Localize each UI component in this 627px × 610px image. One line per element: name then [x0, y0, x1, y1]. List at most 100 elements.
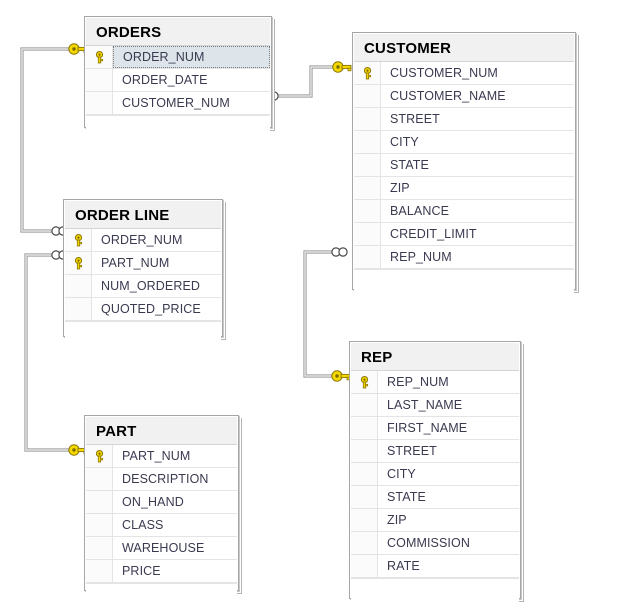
- connector-orders-customer: [276, 65, 346, 98]
- attribute-label: STATE: [390, 158, 429, 172]
- attribute-label: STREET: [387, 444, 437, 458]
- attribute-row[interactable]: CUSTOMER_NUM: [86, 92, 270, 115]
- pk-gutter: [65, 229, 92, 251]
- entity-part[interactable]: PART PART_NUM DESCRIPTION: [84, 415, 239, 610]
- entity-part-inner: PART PART_NUM DESCRIPTION: [85, 416, 238, 610]
- attribute-row[interactable]: COMMISSION: [351, 532, 519, 555]
- pk-gutter: [351, 532, 378, 554]
- attribute-label: ORDER_NUM: [101, 233, 183, 247]
- key-icon: [363, 66, 371, 79]
- attribute-list-part: PART_NUM DESCRIPTION ON_HAND CLASS WAREH…: [86, 445, 237, 610]
- entity-customer[interactable]: CUSTOMER CUSTOMER_NUM CUS: [352, 32, 576, 296]
- attribute-row[interactable]: CLASS: [86, 514, 237, 537]
- attribute-row[interactable]: DESCRIPTION: [86, 468, 237, 491]
- attribute-row[interactable]: ORDER_NUM: [86, 46, 270, 69]
- attribute-label: WAREHOUSE: [122, 541, 205, 555]
- attribute-filler-row: [351, 578, 519, 605]
- attribute-label: QUOTED_PRICE: [101, 302, 201, 316]
- pk-gutter: [351, 555, 378, 577]
- attribute-row[interactable]: STREET: [351, 440, 519, 463]
- attribute-row[interactable]: RATE: [351, 555, 519, 578]
- attribute-label: PART_NUM: [122, 449, 191, 463]
- attribute-filler-row: [86, 583, 237, 610]
- entity-rep-inner: REP REP_NUM LAST_NAME: [350, 342, 520, 605]
- attribute-row[interactable]: STATE: [354, 154, 574, 177]
- key-icon: [360, 375, 368, 388]
- attribute-row[interactable]: PRICE: [86, 560, 237, 583]
- attribute-row[interactable]: NUM_ORDERED: [65, 275, 221, 298]
- entity-title-part: PART: [86, 417, 237, 445]
- attribute-label: LAST_NAME: [387, 398, 463, 412]
- pk-gutter: [351, 417, 378, 439]
- attribute-row[interactable]: CREDIT_LIMIT: [354, 223, 574, 246]
- attribute-row[interactable]: STREET: [354, 108, 574, 131]
- entity-orders[interactable]: ORDERS ORDER_NUM ORDER_DA: [84, 16, 272, 142]
- pk-gutter: [354, 200, 381, 222]
- attribute-row[interactable]: ZIP: [354, 177, 574, 200]
- pk-gutter: [86, 69, 113, 91]
- relationship-key-marker-rep: [331, 370, 351, 382]
- attribute-label: ON_HAND: [122, 495, 184, 509]
- attribute-label: CITY: [387, 467, 416, 481]
- entity-title-rep: REP: [351, 343, 519, 371]
- attribute-row[interactable]: REP_NUM: [351, 371, 519, 394]
- pk-gutter: [354, 62, 381, 84]
- entity-rep[interactable]: REP REP_NUM LAST_NAME: [349, 341, 521, 605]
- entity-title-customer: CUSTOMER: [354, 34, 574, 62]
- attribute-label: ORDER_NUM: [113, 46, 270, 68]
- pk-gutter: [354, 108, 381, 130]
- attribute-row[interactable]: ZIP: [351, 509, 519, 532]
- attribute-label: STREET: [390, 112, 440, 126]
- attribute-row[interactable]: QUOTED_PRICE: [65, 298, 221, 321]
- entity-orders-inner: ORDERS ORDER_NUM ORDER_DA: [85, 17, 271, 142]
- pk-gutter: [354, 154, 381, 176]
- attribute-label: ZIP: [387, 513, 407, 527]
- attribute-row[interactable]: PART_NUM: [86, 445, 237, 468]
- attribute-row[interactable]: WAREHOUSE: [86, 537, 237, 560]
- attribute-label: FIRST_NAME: [387, 421, 468, 435]
- attribute-row[interactable]: BALANCE: [354, 200, 574, 223]
- pk-gutter: [351, 394, 378, 416]
- pk-gutter: [354, 223, 381, 245]
- attribute-label: BALANCE: [390, 204, 450, 218]
- attribute-label: CUSTOMER_NUM: [122, 96, 230, 110]
- relationship-key-marker-customer: [332, 61, 352, 73]
- pk-gutter: [86, 514, 113, 536]
- attribute-label: CLASS: [122, 518, 164, 532]
- attribute-row[interactable]: PART_NUM: [65, 252, 221, 275]
- pk-gutter: [65, 275, 92, 297]
- key-icon: [74, 256, 82, 269]
- attribute-label: PRICE: [122, 564, 161, 578]
- pk-gutter: [86, 468, 113, 490]
- attribute-row[interactable]: CITY: [351, 463, 519, 486]
- entity-order-line-inner: ORDER LINE ORDER_NUM: [64, 200, 222, 348]
- pk-gutter: [86, 445, 113, 467]
- attribute-label: DESCRIPTION: [122, 472, 209, 486]
- pk-gutter: [354, 177, 381, 199]
- attribute-row[interactable]: ON_HAND: [86, 491, 237, 514]
- attribute-row[interactable]: CUSTOMER_NUM: [354, 62, 574, 85]
- pk-gutter: [86, 46, 113, 68]
- attribute-label: NUM_ORDERED: [101, 279, 201, 293]
- attribute-label: RATE: [387, 559, 420, 573]
- attribute-row[interactable]: CITY: [354, 131, 574, 154]
- pk-gutter: [65, 252, 92, 274]
- attribute-filler-row: [86, 115, 270, 142]
- attribute-row[interactable]: ORDER_DATE: [86, 69, 270, 92]
- attribute-row[interactable]: FIRST_NAME: [351, 417, 519, 440]
- attribute-row[interactable]: CUSTOMER_NAME: [354, 85, 574, 108]
- attribute-filler-row: [65, 321, 221, 348]
- pk-gutter: [65, 298, 92, 320]
- attribute-row[interactable]: ORDER_NUM: [65, 229, 221, 252]
- entity-order-line[interactable]: ORDER LINE ORDER_NUM: [63, 199, 223, 348]
- attribute-list-order-line: ORDER_NUM PART_NUM NUM_: [65, 229, 221, 348]
- attribute-row[interactable]: LAST_NAME: [351, 394, 519, 417]
- attribute-row[interactable]: REP_NUM: [354, 246, 574, 269]
- attribute-label: PART_NUM: [101, 256, 170, 270]
- attribute-row[interactable]: STATE: [351, 486, 519, 509]
- pk-gutter: [351, 440, 378, 462]
- attribute-label: CUSTOMER_NAME: [390, 89, 506, 103]
- pk-gutter: [351, 371, 378, 393]
- key-icon: [95, 449, 103, 462]
